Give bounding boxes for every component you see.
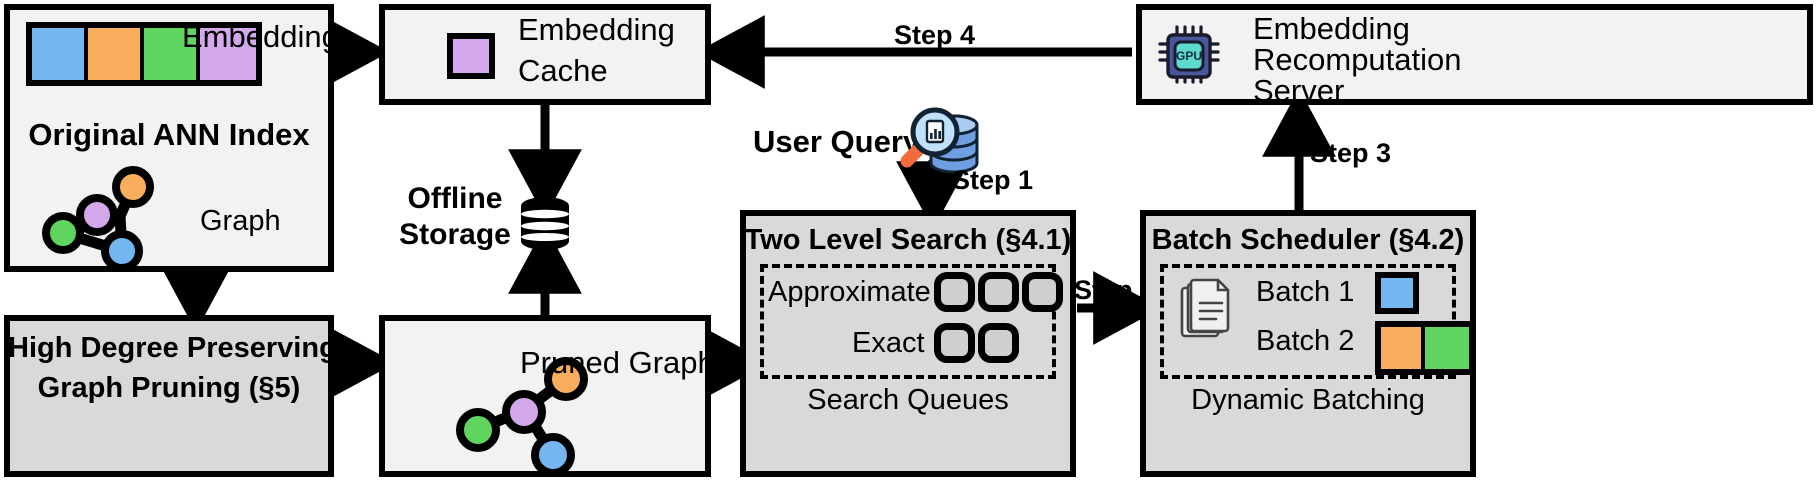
recomputation-server-line1: Embedding — [1253, 11, 1410, 46]
approximate-queue-slot-1[interactable] — [934, 272, 975, 312]
embedding-cache-title-line2: Cache — [518, 53, 608, 88]
search-queues-dashed-region — [760, 264, 1056, 379]
offline-storage-label-line1: Offline — [407, 182, 503, 215]
offline-storage-label-line2: Storage — [399, 218, 511, 251]
recomputation-server-line2: Recomputation — [1253, 42, 1462, 77]
embedding-cell-green — [144, 28, 200, 80]
batch-2-swatch-orange — [1381, 327, 1425, 369]
graph-label: Graph — [200, 205, 281, 237]
embedding-label: Embedding — [182, 19, 339, 54]
batch-2-label: Batch 2 — [1256, 325, 1355, 357]
graph-pruning-title-line2: Graph Pruning (§5) — [37, 372, 301, 404]
embedding-swatch-row — [26, 22, 262, 86]
approximate-queue-slot-3[interactable] — [1022, 272, 1063, 312]
dynamic-batching-footer: Dynamic Batching — [1191, 384, 1425, 416]
recomputation-server-line3: Server — [1253, 73, 1345, 108]
embedding-cache-swatch — [447, 33, 495, 79]
user-query-label: User Query — [753, 124, 921, 159]
two-level-search-box — [740, 210, 1076, 477]
exact-queue-slot-1[interactable] — [934, 323, 975, 363]
approximate-queue-slot-2[interactable] — [978, 272, 1019, 312]
embedding-cell-blue — [32, 28, 88, 80]
batch-scheduler-title: Batch Scheduler (§4.2) — [1151, 224, 1465, 256]
batch-1-swatch-blue — [1375, 272, 1419, 314]
recomputation-server-box — [1136, 4, 1813, 105]
step4-label: Step 4 — [894, 20, 976, 50]
pruned-graph-box — [379, 315, 711, 477]
step1-label: Step 1 — [952, 165, 1034, 195]
embedding-cache-box — [379, 4, 711, 105]
search-queues-footer: Search Queues — [807, 384, 1009, 416]
batch-2-swatch-green — [1425, 327, 1469, 369]
original-ann-index-title: Original ANN Index — [28, 117, 310, 152]
two-level-search-title: Two Level Search (§4.1) — [744, 224, 1072, 256]
embedding-cell-purple — [200, 28, 256, 80]
exact-row-label: Exact — [852, 327, 925, 359]
step3-label: Step 3 — [1310, 138, 1392, 168]
embedding-cache-title-line1: Embedding — [518, 12, 675, 47]
approximate-row-label: Approximate — [768, 276, 931, 308]
graph-pruning-title-line1: High Degree Preserving — [8, 332, 337, 364]
batch-2-swatch-row — [1375, 321, 1475, 375]
embedding-cell-orange — [88, 28, 144, 80]
exact-queue-slot-2[interactable] — [978, 323, 1019, 363]
pruned-graph-label: Pruned Graph — [520, 345, 715, 380]
batch-1-label: Batch 1 — [1256, 276, 1355, 308]
graph-pruning-box — [4, 315, 334, 477]
